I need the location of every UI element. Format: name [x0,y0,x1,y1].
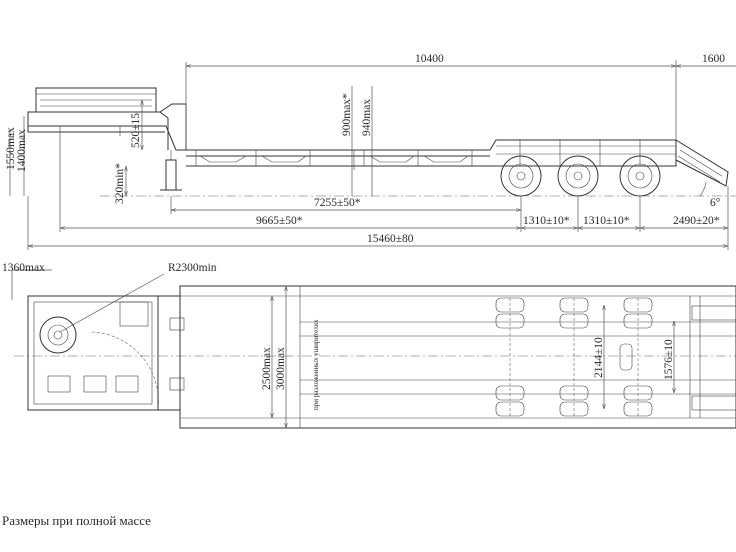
dim-1360-label: 1360max [2,262,45,274]
dim-1600-label: 1600 [702,53,725,65]
dim-horizontal-lower: 7255±50* 9665±50* 1310±10* 1310±10* 2490… [27,136,729,250]
dim-deck-heights: 900max* 940max [341,86,373,196]
footnote: Размеры при полной массе [2,513,151,528]
bogie-frame [489,139,729,187]
top-wheels [495,297,653,417]
dim-2144-label: 2144±10 [593,337,605,378]
dim-angle-label: 6° [710,197,721,209]
side-view: 10400 1600 900max* 940max 520±15 320min*… [5,53,736,250]
deck-top [179,285,736,429]
dim-1310a-label: 1310±10* [523,215,570,227]
dim-widths: 2500max 3000max при разложенных уширител… [261,286,675,428]
gooseneck [27,87,187,191]
dim-1310b-label: 1310±10* [583,215,630,227]
wheel-2 [557,155,599,197]
dim-1400-label: 1400max [16,129,28,172]
dim-900-label: 900max* [341,93,353,136]
dim-320-label: 320min* [114,163,126,204]
kingpin-plate [39,316,77,354]
dim-radius-label: R2300min [168,262,217,274]
dim-gooseneck-heights: 520±15 320min* 1550max 1400max [5,100,142,204]
dim-7255-label: 7255±50* [314,197,361,209]
dim-15460-label: 15460±80 [367,233,414,245]
dim-2500-label: 2500max [261,347,273,390]
dim-1550-label: 1550max [5,127,17,170]
deck-frame [186,149,490,170]
dim-10400: 10400 1600 [185,53,736,150]
top-view: 1360max R2300min [2,262,736,429]
dim-3000-label: 3000max [275,347,287,390]
dim-3000-note: при разложенных уширителях [312,319,320,410]
dim-radius: R2300min [59,262,217,411]
dim-1576-label: 1576±10 [663,339,675,380]
dim-10400-label: 10400 [415,53,444,65]
side-wheels [500,155,661,197]
dim-940-label: 940max [361,99,373,136]
dim-520-label: 520±15 [130,113,142,148]
dim-2490-label: 2490±20* [673,215,720,227]
dim-1360: 1360max [2,262,52,300]
wheel-1 [500,155,542,197]
gooseneck-top [27,295,185,411]
dim-9665-label: 9665±50* [256,215,303,227]
